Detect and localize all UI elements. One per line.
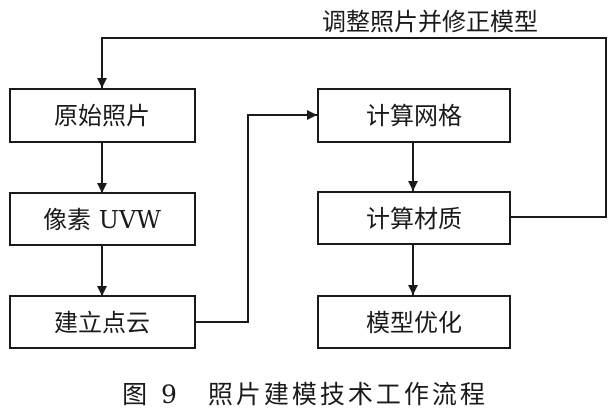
node-label: 模型优化 — [366, 309, 462, 337]
node-label: 原始照片 — [54, 102, 150, 130]
node-label: 建立点云 — [54, 309, 150, 337]
node-original-photos: 原始照片 — [9, 88, 196, 143]
edge-feedback-loop — [97, 37, 607, 218]
node-label: 像素 UVW — [43, 206, 161, 234]
edge-label-feedback: 调整照片并修正模型 — [322, 8, 538, 36]
node-label: 计算网格 — [366, 102, 462, 130]
node-label: 计算材质 — [366, 205, 462, 233]
node-compute-mesh: 计算网格 — [317, 88, 511, 143]
edge-pointcloud-to-mesh — [195, 110, 317, 323]
node-model-optimize: 模型优化 — [317, 295, 511, 349]
node-pixel-uvw: 像素 UVW — [9, 192, 196, 246]
node-compute-material: 计算材质 — [317, 191, 511, 245]
figure-caption: 图 9 照片建模技术工作流程 — [122, 380, 488, 409]
node-build-point-cloud: 建立点云 — [9, 295, 196, 349]
